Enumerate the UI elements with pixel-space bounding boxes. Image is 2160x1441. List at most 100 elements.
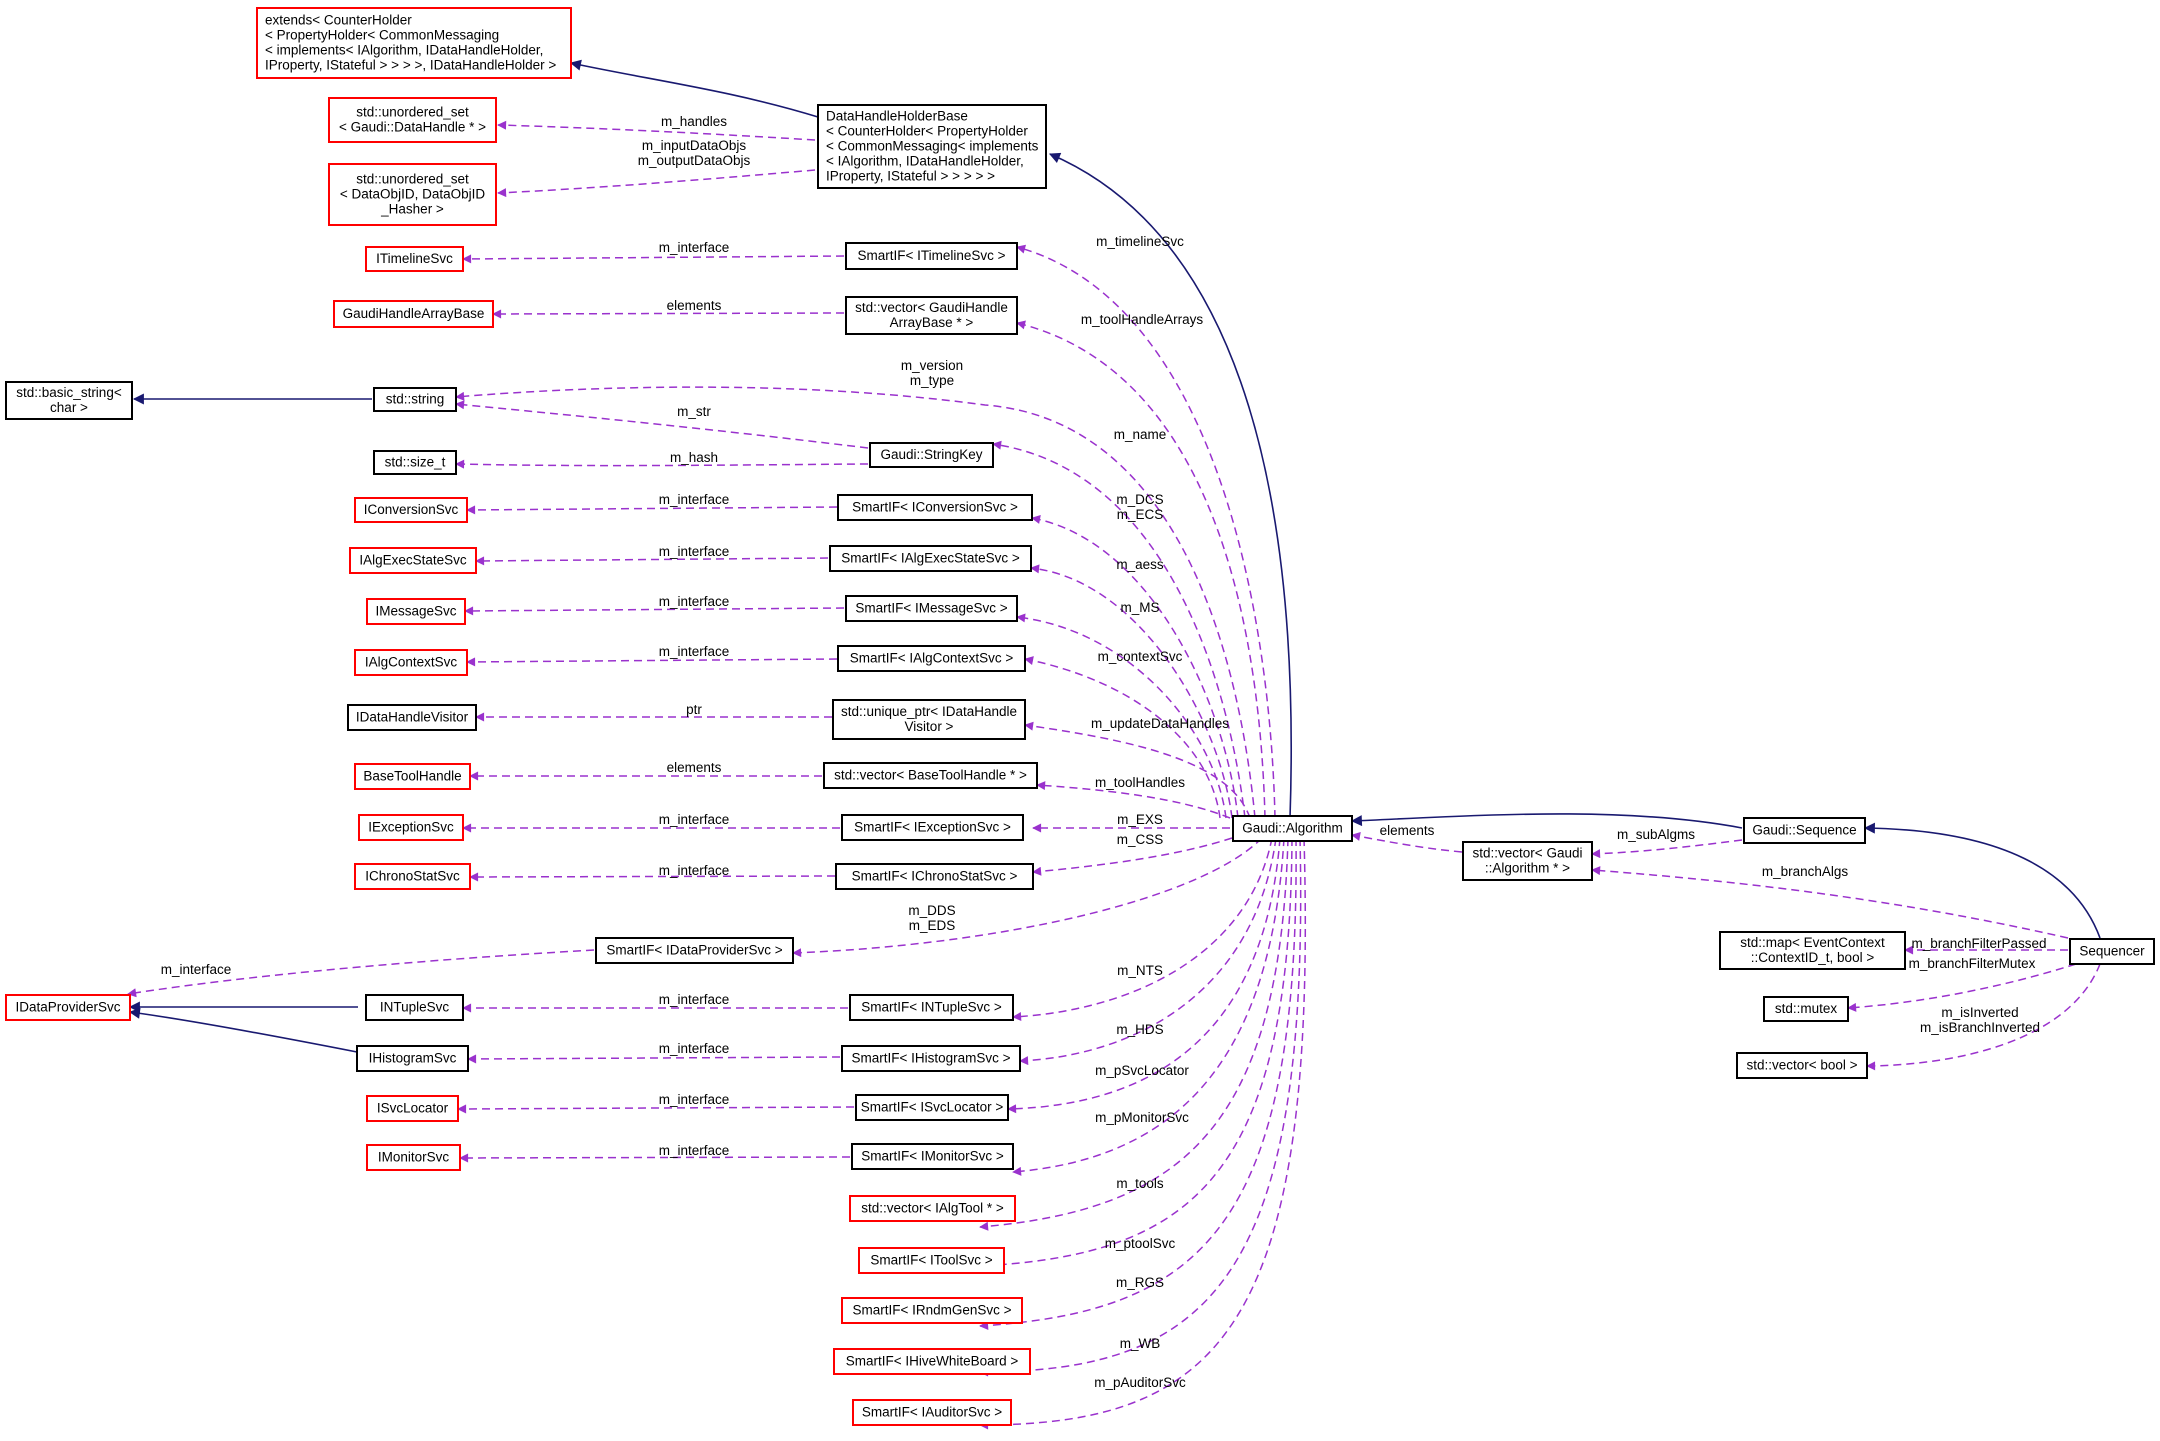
class-node-idhvisitor[interactable]: IDataHandleVisitor bbox=[347, 704, 477, 731]
class-node-idataprovidersvc[interactable]: IDataProviderSvc bbox=[5, 994, 131, 1021]
class-box[interactable] bbox=[256, 7, 572, 79]
class-node-sp-chrono[interactable]: SmartIF< IChronoStatSvc > bbox=[835, 863, 1034, 890]
class-box[interactable] bbox=[333, 300, 494, 328]
class-box[interactable] bbox=[354, 649, 468, 676]
class-box[interactable] bbox=[841, 1045, 1021, 1072]
class-node-vec-algtool[interactable]: std::vector< IAlgTool * > bbox=[849, 1195, 1016, 1222]
class-node-sp-timeline[interactable]: SmartIF< ITimelineSvc > bbox=[845, 242, 1018, 270]
class-box[interactable] bbox=[858, 1247, 1005, 1274]
class-box[interactable] bbox=[1232, 815, 1353, 842]
class-node-sp-conversion[interactable]: SmartIF< IConversionSvc > bbox=[837, 494, 1033, 521]
class-node-gaudi-algorithm[interactable]: Gaudi::Algorithm bbox=[1232, 815, 1353, 842]
class-box[interactable] bbox=[869, 442, 994, 468]
class-box[interactable] bbox=[347, 704, 477, 731]
class-node-vec-bool[interactable]: std::vector< bool > bbox=[1736, 1052, 1868, 1079]
class-box[interactable] bbox=[373, 387, 457, 412]
class-box[interactable] bbox=[835, 863, 1034, 890]
class-node-basetoolhandle[interactable]: BaseToolHandle bbox=[354, 763, 471, 790]
class-box[interactable] bbox=[845, 242, 1018, 270]
class-box[interactable] bbox=[845, 296, 1018, 335]
class-box[interactable] bbox=[5, 381, 133, 420]
class-node-sp-exception[interactable]: SmartIF< IExceptionSvc > bbox=[841, 814, 1024, 841]
class-box[interactable] bbox=[373, 450, 457, 475]
class-node-std-string[interactable]: std::string bbox=[373, 387, 457, 412]
class-box[interactable] bbox=[1763, 996, 1849, 1022]
class-box[interactable] bbox=[851, 1143, 1014, 1170]
class-box[interactable] bbox=[1719, 931, 1906, 970]
class-node-vec-gha[interactable]: std::vector< GaudiHandleArrayBase * > bbox=[845, 296, 1018, 335]
class-node-ghab[interactable]: GaudiHandleArrayBase bbox=[333, 300, 494, 328]
class-box[interactable] bbox=[2069, 938, 2155, 965]
class-node-imessagesvc[interactable]: IMessageSvc bbox=[366, 598, 466, 625]
class-box[interactable] bbox=[366, 1095, 459, 1122]
class-node-dhhb[interactable]: DataHandleHolderBase< CounterHolder< Pro… bbox=[817, 104, 1047, 189]
class-box[interactable] bbox=[829, 545, 1032, 572]
class-node-imonitorsvc[interactable]: IMonitorSvc bbox=[366, 1144, 461, 1171]
class-node-sp-message[interactable]: SmartIF< IMessageSvc > bbox=[845, 595, 1018, 622]
class-box[interactable] bbox=[354, 863, 471, 890]
class-box[interactable] bbox=[595, 937, 794, 964]
class-node-sp-algexec[interactable]: SmartIF< IAlgExecStateSvc > bbox=[829, 545, 1032, 572]
class-box[interactable] bbox=[365, 994, 464, 1021]
class-box[interactable] bbox=[837, 494, 1033, 521]
class-node-sp-dataprovider[interactable]: SmartIF< IDataProviderSvc > bbox=[595, 937, 794, 964]
class-node-iexceptionsvc[interactable]: IExceptionSvc bbox=[358, 814, 464, 841]
class-node-map-ctx[interactable]: std::map< EventContext::ContextID_t, boo… bbox=[1719, 931, 1906, 970]
class-box[interactable] bbox=[356, 1045, 469, 1072]
class-node-size-t[interactable]: std::size_t bbox=[373, 450, 457, 475]
class-node-uptr-visitor[interactable]: std::unique_ptr< IDataHandleVisitor > bbox=[832, 699, 1026, 740]
class-box[interactable] bbox=[817, 104, 1047, 189]
class-node-sp-ntuple[interactable]: SmartIF< INTupleSvc > bbox=[849, 994, 1014, 1021]
class-box[interactable] bbox=[354, 497, 468, 523]
class-node-sp-auditor[interactable]: SmartIF< IAuditorSvc > bbox=[852, 1399, 1012, 1426]
class-box[interactable] bbox=[833, 1348, 1031, 1375]
class-box[interactable] bbox=[841, 814, 1024, 841]
class-node-uset-datahandle[interactable]: std::unordered_set< Gaudi::DataHandle * … bbox=[328, 97, 497, 143]
class-node-sp-svclocator[interactable]: SmartIF< ISvcLocator > bbox=[855, 1094, 1009, 1121]
class-box[interactable] bbox=[845, 595, 1018, 622]
class-node-ialgcontextsvc[interactable]: IAlgContextSvc bbox=[354, 649, 468, 676]
class-node-uset-dataobjid[interactable]: std::unordered_set< DataObjID, DataObjID… bbox=[328, 163, 497, 226]
class-node-intuplesvc[interactable]: INTupleSvc bbox=[365, 994, 464, 1021]
class-node-vec-galgo[interactable]: std::vector< Gaudi::Algorithm * > bbox=[1462, 841, 1593, 881]
class-box[interactable] bbox=[852, 1399, 1012, 1426]
class-box[interactable] bbox=[1462, 841, 1593, 881]
class-node-sp-toolsvc[interactable]: SmartIF< IToolSvc > bbox=[858, 1247, 1005, 1274]
class-box[interactable] bbox=[832, 699, 1026, 740]
class-node-gaudi-sequence[interactable]: Gaudi::Sequence bbox=[1743, 817, 1866, 844]
class-box[interactable] bbox=[837, 645, 1026, 672]
class-box[interactable] bbox=[358, 814, 464, 841]
class-node-sp-hivewb[interactable]: SmartIF< IHiveWhiteBoard > bbox=[833, 1348, 1031, 1375]
class-box[interactable] bbox=[365, 246, 464, 272]
class-box[interactable] bbox=[823, 762, 1038, 789]
class-box[interactable] bbox=[1736, 1052, 1868, 1079]
class-box[interactable] bbox=[855, 1094, 1009, 1121]
class-node-sp-algcontext[interactable]: SmartIF< IAlgContextSvc > bbox=[837, 645, 1026, 672]
class-box[interactable] bbox=[328, 163, 497, 226]
class-node-sp-histogram[interactable]: SmartIF< IHistogramSvc > bbox=[841, 1045, 1021, 1072]
class-node-ihistogramsvc[interactable]: IHistogramSvc bbox=[356, 1045, 469, 1072]
class-node-vec-basetool[interactable]: std::vector< BaseToolHandle * > bbox=[823, 762, 1038, 789]
class-node-sp-rndm[interactable]: SmartIF< IRndmGenSvc > bbox=[841, 1297, 1023, 1324]
class-box[interactable] bbox=[849, 994, 1014, 1021]
class-box[interactable] bbox=[849, 1195, 1016, 1222]
class-box[interactable] bbox=[366, 598, 466, 625]
class-node-sequencer[interactable]: Sequencer bbox=[2069, 938, 2155, 965]
class-box[interactable] bbox=[349, 547, 477, 574]
class-box[interactable] bbox=[366, 1144, 461, 1171]
class-node-extends-holder[interactable]: extends< CounterHolder< PropertyHolder< … bbox=[256, 7, 572, 79]
class-node-basic-string[interactable]: std::basic_string<char > bbox=[5, 381, 133, 420]
class-box[interactable] bbox=[354, 763, 471, 790]
class-node-isvclocator[interactable]: ISvcLocator bbox=[366, 1095, 459, 1122]
class-box[interactable] bbox=[841, 1297, 1023, 1324]
class-node-stringkey[interactable]: Gaudi::StringKey bbox=[869, 442, 994, 468]
class-node-mutex[interactable]: std::mutex bbox=[1763, 996, 1849, 1022]
class-node-itimelinesvc[interactable]: ITimelineSvc bbox=[365, 246, 464, 272]
class-node-ichronostatsvc[interactable]: IChronoStatSvc bbox=[354, 863, 471, 890]
class-node-ialgexecstatesvc[interactable]: IAlgExecStateSvc bbox=[349, 547, 477, 574]
class-node-iconversionsvc[interactable]: IConversionSvc bbox=[354, 497, 468, 523]
class-box[interactable] bbox=[1743, 817, 1866, 844]
class-box[interactable] bbox=[5, 994, 131, 1021]
class-node-sp-monitor[interactable]: SmartIF< IMonitorSvc > bbox=[851, 1143, 1014, 1170]
class-box[interactable] bbox=[328, 97, 497, 143]
